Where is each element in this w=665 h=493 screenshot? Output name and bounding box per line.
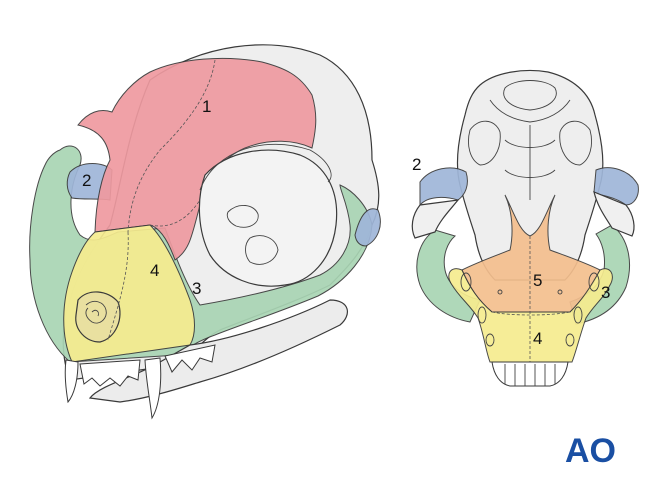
label-3-ventral: 3 (601, 283, 610, 302)
palatine-foramen-right (557, 289, 563, 295)
region-2-ventral-left (419, 167, 468, 207)
lateral-orbit-rim (199, 143, 332, 191)
region-2-lateral-rear (354, 208, 381, 247)
palatine-foramen-left (497, 289, 503, 295)
incisors (79, 359, 141, 387)
occipital-condyles (489, 99, 571, 123)
label-4-lateral: 4 (150, 261, 159, 280)
label-4-ventral: 4 (533, 329, 542, 348)
ventral-transverse-suture (491, 311, 571, 316)
label-3-lateral: 3 (192, 279, 201, 298)
molar-left (460, 272, 472, 292)
region-4-ventral (448, 268, 613, 363)
canine-ventral-right (565, 333, 575, 347)
canine-front (64, 359, 79, 404)
basisphenoid (504, 125, 556, 200)
label-2-ventral: 2 (412, 155, 421, 174)
canine-upper (144, 357, 162, 420)
bulla-left (468, 120, 501, 166)
lateral-skull (29, 44, 381, 420)
bulla-right (559, 120, 592, 166)
lateral-suture-maxilla (107, 231, 129, 341)
ventral-incisor-lines (504, 364, 556, 386)
orbit-canal (245, 235, 279, 265)
premolar-left (477, 306, 487, 324)
label-1-lateral: 1 (202, 97, 211, 116)
ventral-incisors (491, 361, 569, 387)
foramen-magnum (503, 80, 557, 111)
ventral-arch-right-grey (593, 190, 635, 237)
lateral-suture-sagittal (127, 59, 216, 233)
label-2-lateral: 2 (82, 171, 91, 190)
label-5-ventral: 5 (533, 271, 542, 290)
lateral-orbit (198, 149, 338, 287)
ventral-arch-left-grey (411, 199, 460, 239)
premolar-right (573, 306, 583, 324)
lateral-teeth (64, 344, 216, 420)
ao-logo: AO (565, 432, 616, 470)
orbit-foramen (226, 205, 259, 228)
ventral-skull (411, 69, 639, 387)
premolars (164, 344, 216, 373)
region-1-lateral (77, 57, 317, 261)
lateral-suture-coronal (149, 199, 201, 227)
molar-right (588, 272, 600, 292)
canine-ventral-left (485, 333, 495, 347)
nasal-conchae (85, 300, 107, 324)
